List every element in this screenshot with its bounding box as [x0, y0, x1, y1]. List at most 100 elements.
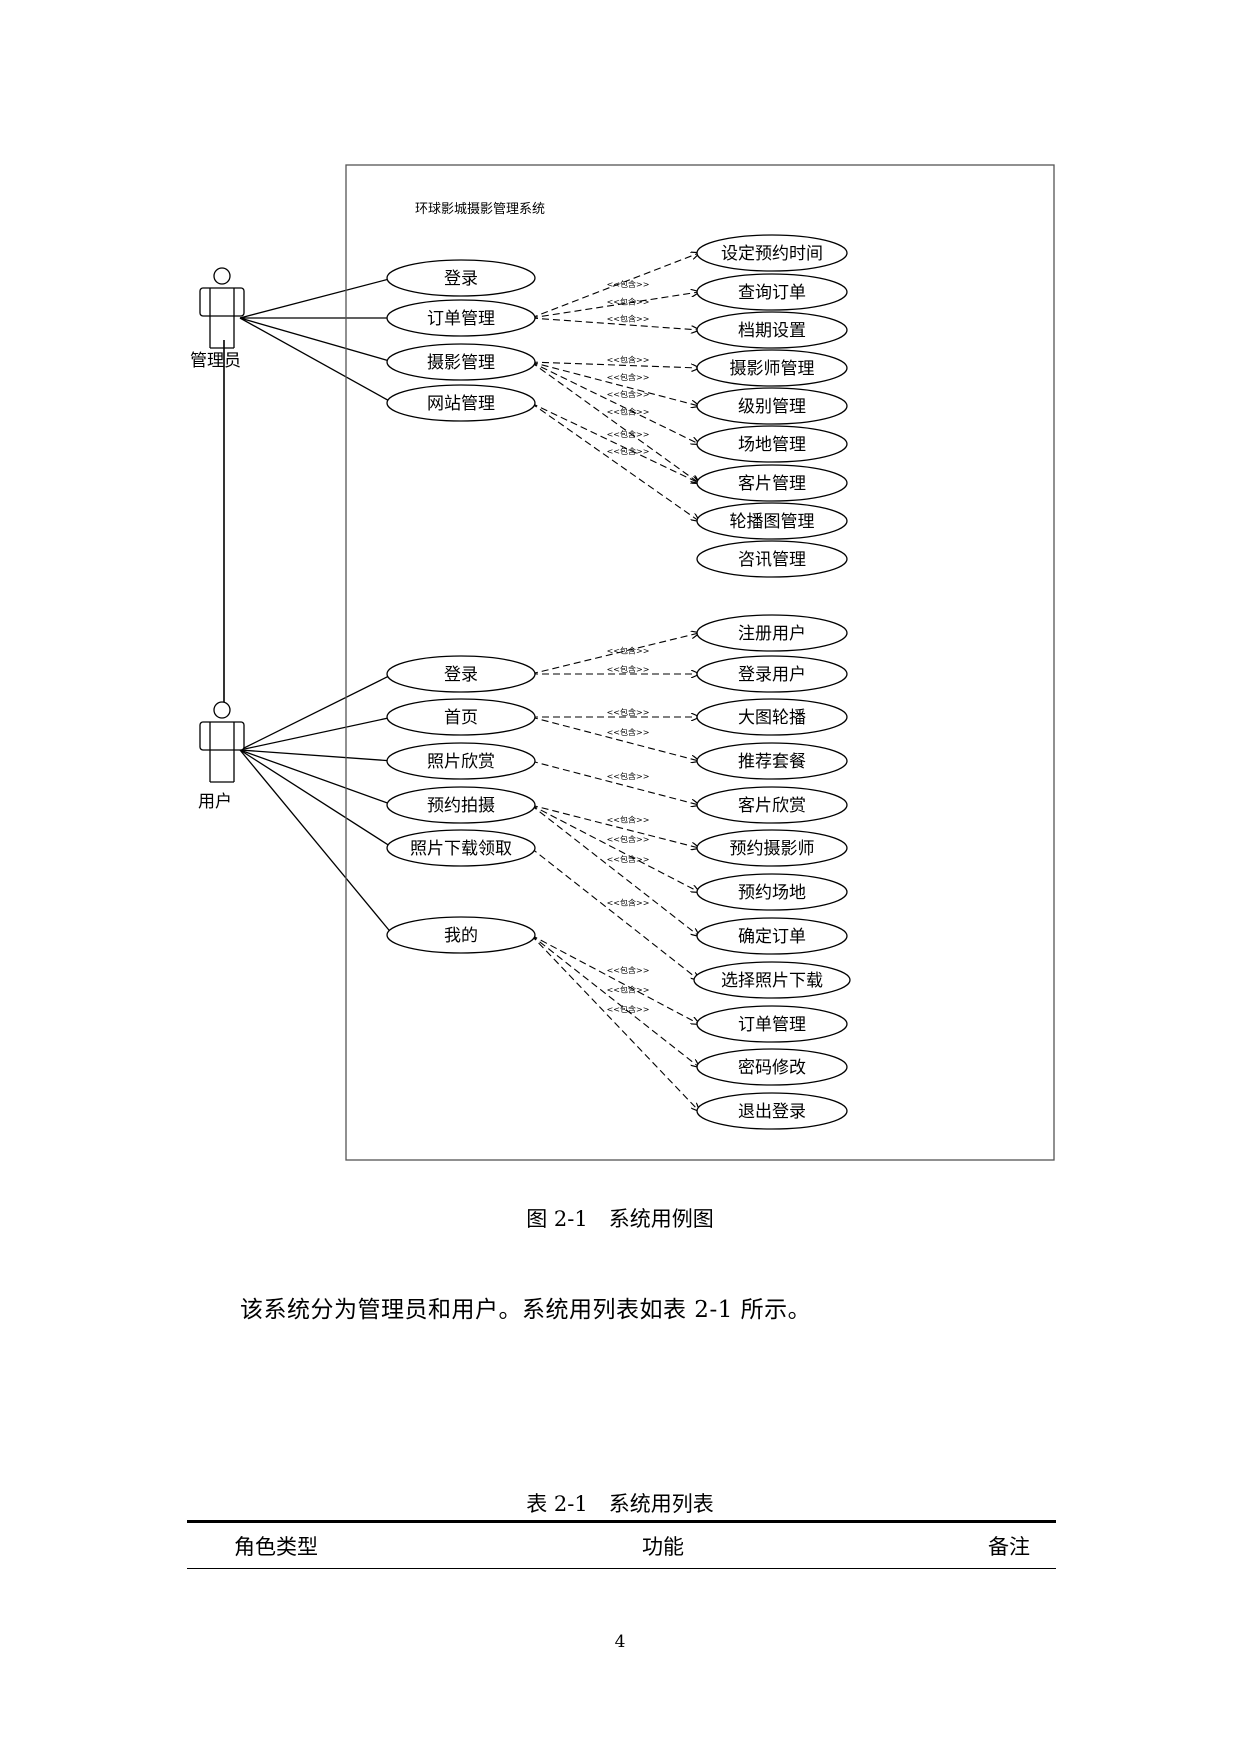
admin-sub-case-1-label: 查询订单	[738, 283, 806, 303]
user-sub-case-11-ellipse	[696, 1092, 848, 1130]
user-use-case-0-ellipse	[386, 655, 536, 693]
admin-sub-case-5: 场地管理	[696, 425, 848, 463]
admin-sub-case-5-ellipse	[696, 425, 848, 463]
admin-use-case-1-ellipse	[386, 299, 536, 337]
user-include-arrow-10	[530, 934, 699, 1067]
user-sub-case-2: 大图轮播	[696, 698, 848, 736]
user-sub-case-4: 客片欣赏	[696, 786, 848, 824]
admin-sub-case-3-ellipse	[696, 349, 848, 387]
user-use-case-4-label: 照片下载领取	[410, 839, 512, 859]
user-association-line-3	[239, 749, 394, 806]
table-top-rule	[187, 1520, 1056, 1523]
user-use-case-2: 照片欣赏	[386, 742, 536, 780]
system-title: 环球影城摄影管理系统	[415, 202, 545, 217]
user-sub-case-5: 预约摄影师	[696, 829, 848, 867]
admin-use-case-3-ellipse	[386, 384, 536, 422]
admin-include-arrow-3	[530, 361, 699, 368]
admin-include-label-4: <<包含>>	[607, 372, 650, 382]
table-bottom-rule	[187, 1568, 1056, 1569]
user-use-case-1-label: 首页	[444, 708, 478, 728]
user-include-arrow-0	[530, 633, 699, 675]
user-use-case-1: 首页	[386, 698, 536, 736]
user-sub-case-9-label: 订单管理	[738, 1015, 806, 1035]
admin-include-label-5: <<包含>>	[607, 389, 650, 399]
user-sub-case-11-label: 退出登录	[738, 1102, 806, 1122]
user-sub-case-11: 退出登录	[696, 1092, 848, 1130]
user-association-line-1	[239, 716, 394, 751]
user-sub-case-2-label: 大图轮播	[738, 708, 806, 728]
user-association-line-2	[239, 749, 394, 762]
admin-include-label-3: <<包含>>	[607, 355, 650, 365]
admin-include-arrow-5	[530, 361, 699, 444]
admin-sub-case-2-label: 档期设置	[738, 321, 806, 341]
user-use-case-3: 预约拍摄	[386, 786, 536, 824]
admin-use-case-1-label: 订单管理	[427, 309, 495, 329]
user-sub-case-1-label: 登录用户	[738, 665, 806, 685]
user-include-label-6: <<包含>>	[607, 834, 650, 844]
user-sub-case-5-ellipse	[696, 829, 848, 867]
admin-use-case-0-ellipse	[386, 259, 536, 297]
admin-association-line-2	[239, 317, 394, 363]
table-header-notes: 备注	[988, 1535, 1030, 1559]
user-include-arrow-8	[530, 847, 699, 980]
user-include-label-10: <<包含>>	[607, 984, 650, 994]
user-sub-case-0-ellipse	[696, 614, 848, 652]
admin-sub-case-8-label: 咨讯管理	[738, 550, 806, 570]
user-include-label-9: <<包含>>	[607, 965, 650, 975]
admin-include-arrow-7	[530, 402, 699, 483]
admin-sub-case-7-label: 轮播图管理	[730, 512, 815, 532]
admin-use-case-3-label: 网站管理	[427, 394, 495, 414]
user-sub-case-3: 推荐套餐	[696, 742, 848, 780]
user-use-case-3-label: 预约拍摄	[427, 796, 495, 816]
user-use-case-0-label: 登录	[444, 665, 478, 685]
admin-use-case-2: 摄影管理	[386, 343, 536, 381]
admin-use-case-0: 登录	[386, 259, 536, 297]
admin-association-line-3	[239, 317, 394, 404]
user-sub-case-8-label: 选择照片下载	[721, 971, 823, 991]
admin-include-arrow-0	[530, 253, 699, 319]
user-use-case-4-ellipse	[386, 829, 536, 867]
admin-use-case-0-label: 登录	[444, 269, 478, 289]
system-boundary	[345, 164, 1055, 1161]
user-actor-label: 用户	[198, 792, 232, 812]
user-use-case-1-ellipse	[386, 698, 536, 736]
user-use-case-5-label: 我的	[444, 926, 478, 946]
figure-caption: 图 2-1 系统用例图	[526, 1207, 714, 1231]
user-include-label-3: <<包含>>	[607, 727, 650, 737]
user-include-label-11: <<包含>>	[607, 1004, 650, 1014]
user-include-arrow-5	[530, 804, 699, 848]
user-include-label-0: <<包含>>	[607, 646, 650, 656]
user-association-line-0	[239, 673, 394, 751]
user-include-arrow-11	[530, 934, 699, 1111]
user-sub-case-2-ellipse	[696, 698, 848, 736]
admin-sub-case-4-label: 级别管理	[738, 397, 806, 417]
user-sub-case-7-label: 确定订单	[738, 927, 806, 947]
user-include-arrow-9	[530, 934, 699, 1024]
admin-include-label-1: <<包含>>	[607, 296, 650, 306]
admin-sub-case-1: 查询订单	[696, 273, 848, 311]
admin-association-line-0	[239, 277, 394, 319]
body-paragraph: 该系统分为管理员和用户。系统用列表如表 2-1 所示。	[240, 1297, 812, 1323]
user-sub-case-8: 选择照片下载	[693, 961, 851, 999]
user-sub-case-1-ellipse	[696, 655, 848, 693]
user-sub-case-6-label: 预约场地	[738, 883, 806, 903]
page-number: 4	[614, 1632, 626, 1652]
admin-sub-case-5-label: 场地管理	[738, 435, 806, 455]
admin-include-arrow-4	[530, 361, 699, 406]
user-sub-case-0-label: 注册用户	[738, 624, 806, 644]
user-sub-case-4-label: 客片欣赏	[738, 796, 806, 816]
admin-use-case-1: 订单管理	[386, 299, 536, 337]
admin-sub-case-0-label: 设定预约时间	[721, 244, 823, 264]
user-sub-case-1: 登录用户	[696, 655, 848, 693]
user-include-arrow-4	[530, 760, 699, 805]
admin-sub-case-6-ellipse	[696, 464, 848, 502]
admin-sub-case-7-ellipse	[696, 502, 848, 540]
admin-sub-case-4: 级别管理	[696, 387, 848, 425]
admin-sub-case-0: 设定预约时间	[696, 234, 848, 272]
user-include-label-4: <<包含>>	[607, 771, 650, 781]
user-use-case-2-label: 照片欣赏	[427, 752, 495, 772]
use-case-diagram: <<包含>> <<包含>> <<包含>> <<包含>> <<包含>> <<包含>> <<包含…	[190, 164, 1055, 1161]
admin-actor-head	[213, 267, 231, 285]
user-include-arrow-7	[530, 804, 699, 936]
admin-include-label-6: <<包含>>	[607, 406, 650, 416]
